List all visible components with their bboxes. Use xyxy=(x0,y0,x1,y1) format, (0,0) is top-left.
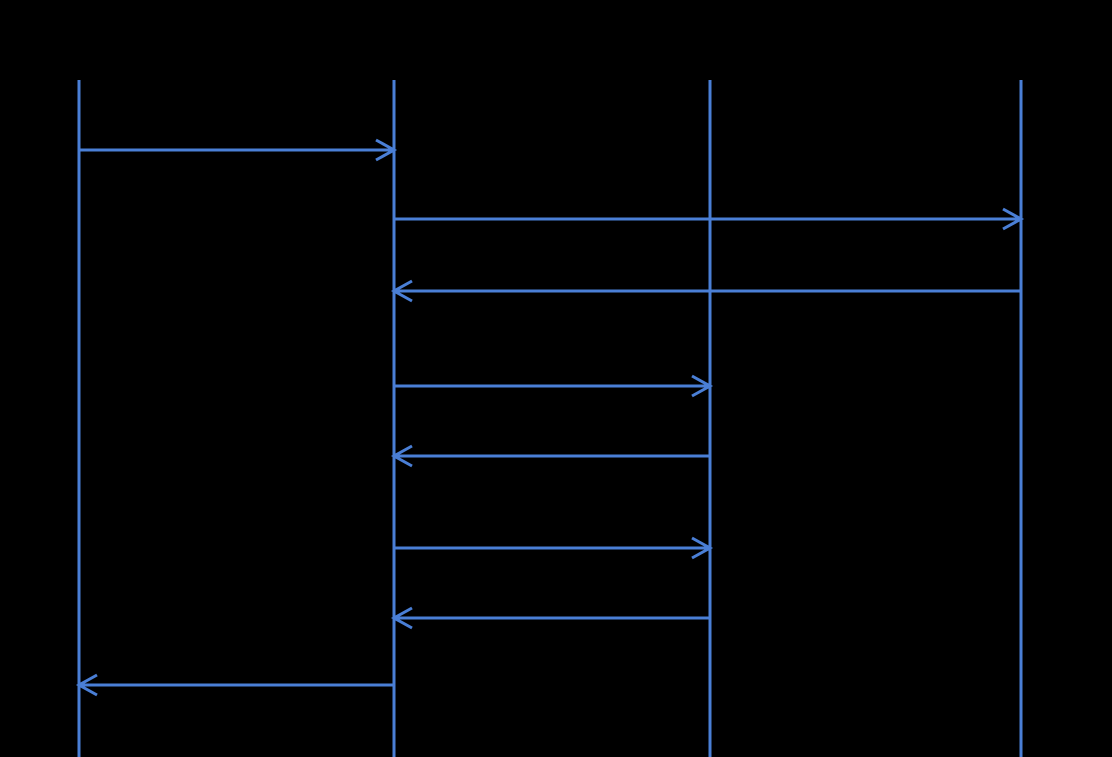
arrow-head-4 xyxy=(691,374,714,398)
message-8-p2-to-p1 xyxy=(75,673,394,697)
arrow-head-5 xyxy=(390,444,413,468)
arrow-head-2 xyxy=(1002,207,1025,231)
messages-layer xyxy=(75,138,1025,697)
message-1-p1-to-p2 xyxy=(79,138,398,162)
message-4-p2-to-p3 xyxy=(394,374,714,398)
message-7-p3-to-p2 xyxy=(390,606,710,630)
message-2-p2-to-p4 xyxy=(394,207,1025,231)
arrow-head-3 xyxy=(390,279,413,303)
message-5-p3-to-p2 xyxy=(390,444,710,468)
lifelines-layer xyxy=(77,80,1023,757)
arrow-head-1 xyxy=(375,138,398,162)
arrow-head-8 xyxy=(75,673,98,697)
message-6-p2-to-p3 xyxy=(394,536,714,560)
message-3-p4-to-p2 xyxy=(390,279,1021,303)
arrow-head-7 xyxy=(390,606,413,630)
arrow-head-6 xyxy=(691,536,714,560)
